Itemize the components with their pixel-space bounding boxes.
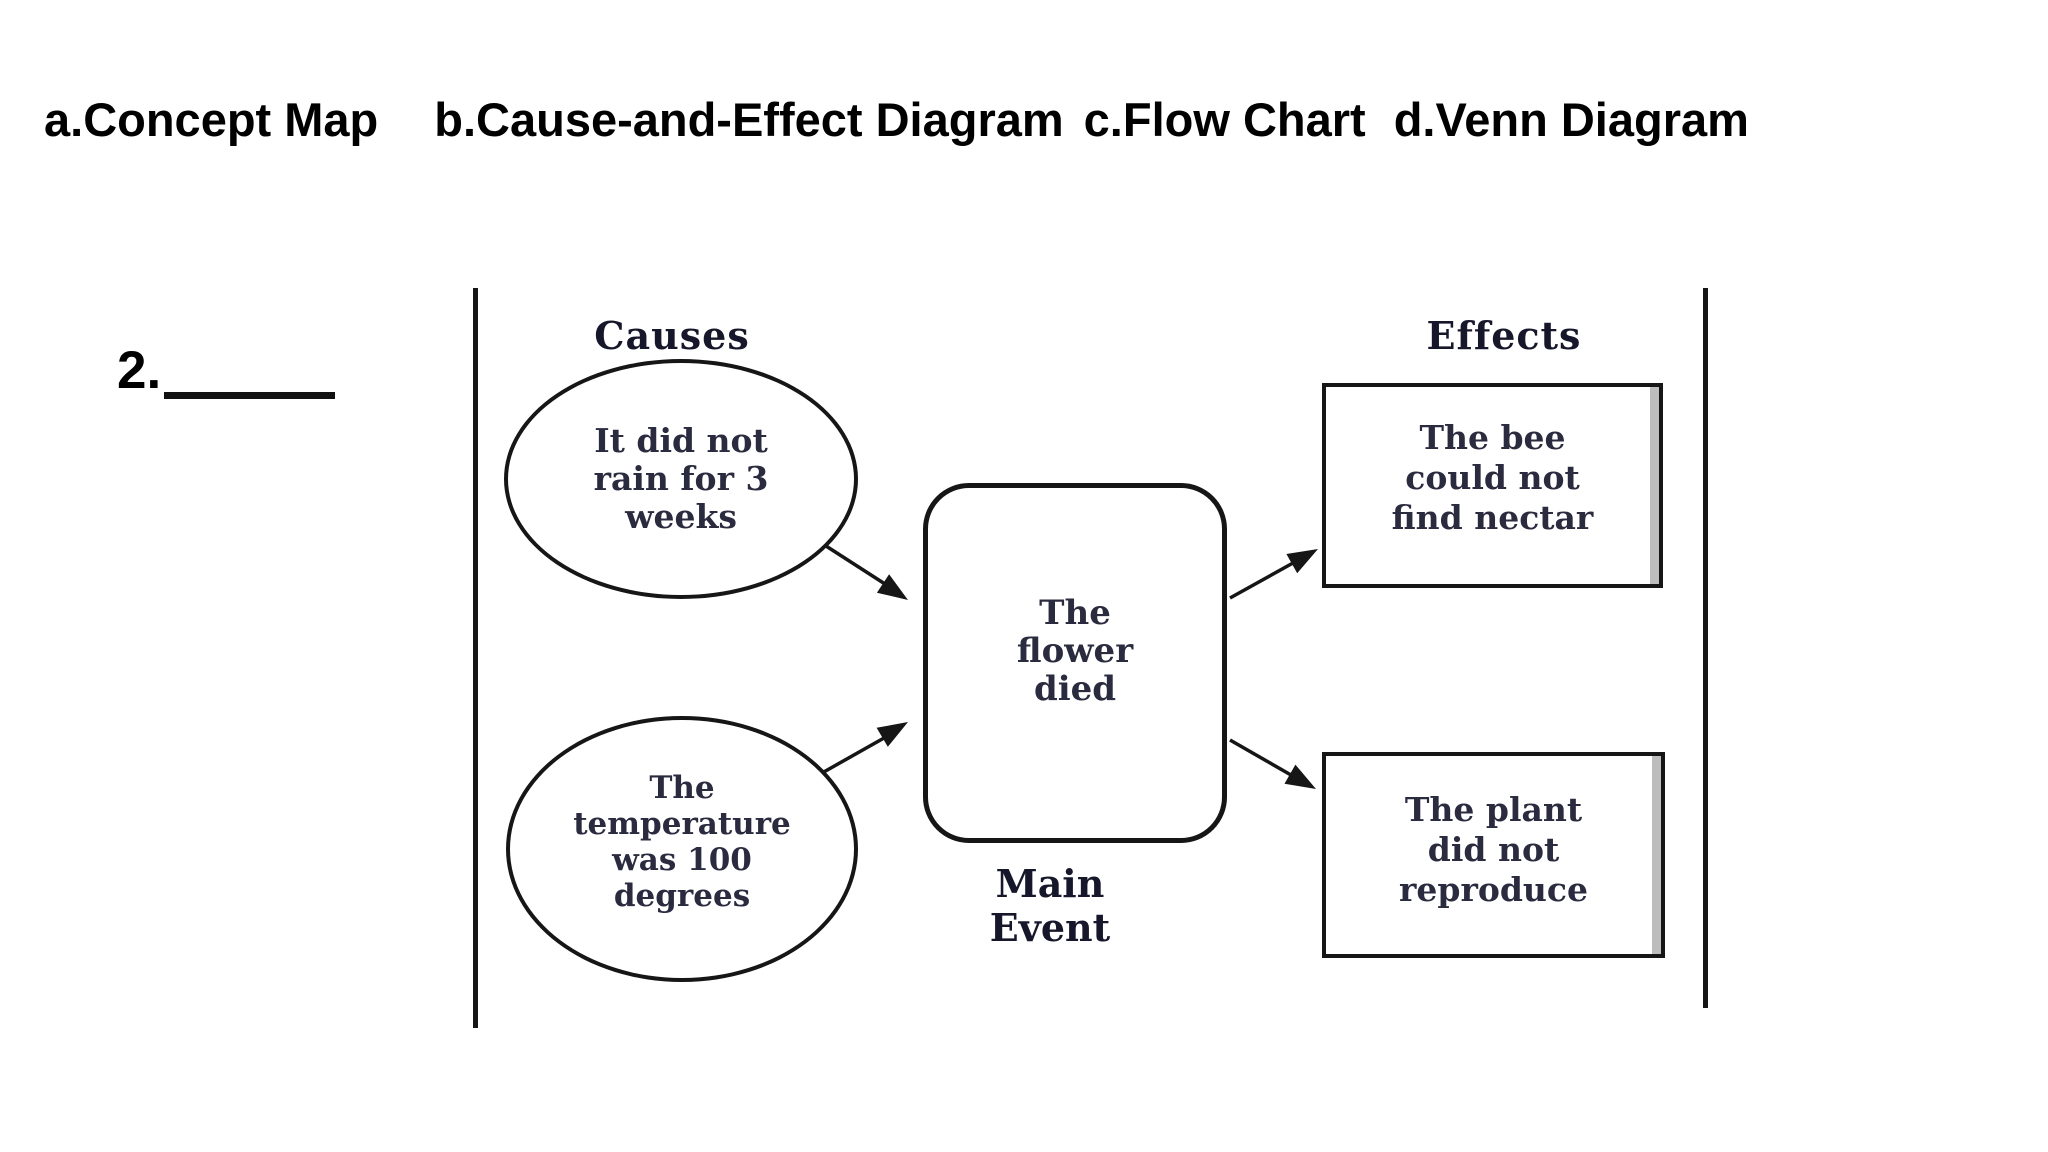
cause-ellipse-temperature: The temperature was 100 degrees	[506, 716, 858, 982]
node-text-line: find nectar	[1391, 497, 1594, 537]
node-text-line: did not	[1427, 830, 1560, 869]
effects-label: Effects	[1426, 313, 1582, 358]
effect-box-plant: The plant did not reproduce	[1322, 752, 1665, 958]
node-text-line: The bee	[1419, 417, 1566, 457]
arrow-temp-to-main	[821, 736, 885, 775]
arrow-temp-to-main-head	[876, 722, 908, 747]
node-text-line: The	[649, 770, 715, 806]
question-number: 2.	[117, 341, 162, 400]
node-text-line: weeks	[625, 497, 737, 536]
arrow-rain-to-main-head	[876, 574, 908, 600]
node-text-line: The	[1039, 593, 1111, 633]
main-event-box: The flower died	[923, 483, 1227, 843]
node-text-line: died	[1033, 669, 1117, 709]
cause-ellipse-rain: It did not rain for 3 weeks	[504, 359, 858, 599]
option-b: b.Cause-and-Effect Diagram	[434, 93, 1064, 146]
effect-box-bee: The bee could not find nectar	[1322, 383, 1663, 588]
main-event-caption: Main Event	[898, 862, 1202, 950]
node-text-line: reproduce	[1398, 870, 1588, 909]
arrow-main-to-bee	[1229, 561, 1294, 600]
arrow-main-to-bee-head	[1286, 549, 1318, 574]
node-text-line: could not	[1405, 457, 1580, 497]
caption-line: Event	[989, 905, 1111, 950]
node-text-line: The plant	[1404, 790, 1583, 829]
node-text-line: flower	[1016, 631, 1134, 671]
node-text-line: degrees	[613, 878, 751, 914]
node-text-line: was 100	[612, 842, 752, 878]
node-text-line: temperature	[573, 806, 791, 842]
arrow-main-to-plant-head	[1284, 764, 1316, 789]
diagram-right-border-line	[1703, 288, 1708, 1008]
arrow-rain-to-main	[825, 544, 886, 586]
node-text-line: rain for 3	[593, 459, 769, 498]
node-text-line: It did not	[594, 421, 768, 460]
caption-line: Main	[995, 861, 1105, 906]
diagram-left-border-line	[473, 288, 478, 1028]
causes-label: Causes	[594, 313, 750, 358]
option-a: a.Concept Map	[44, 93, 379, 146]
option-d: d.Venn Diagram	[1393, 93, 1749, 146]
answer-options-line: a.Concept Map b.Cause-and-Effect Diagram c…	[44, 92, 1749, 147]
answer-blank	[164, 392, 335, 399]
arrow-main-to-plant	[1229, 738, 1292, 777]
option-c: c.Flow Chart	[1083, 93, 1366, 146]
